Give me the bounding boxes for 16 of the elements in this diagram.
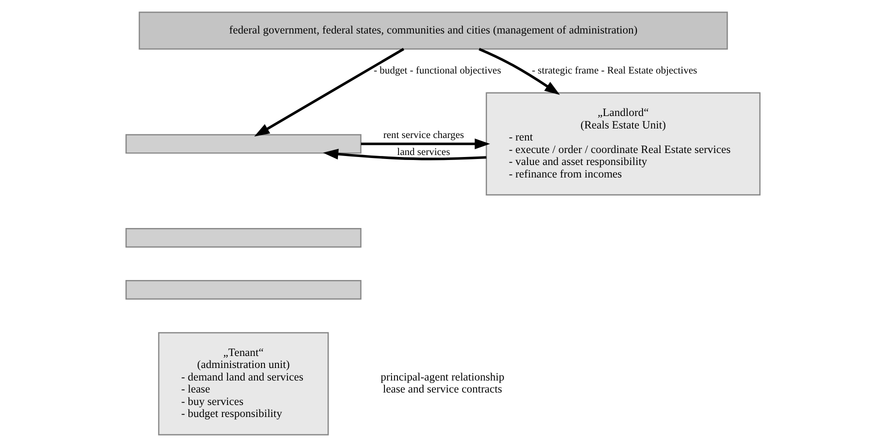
arrow xyxy=(361,138,490,150)
edge-label: - strategic frame - Real Estate objectives xyxy=(532,65,698,76)
edge-label: rent service charges xyxy=(383,130,464,141)
edge-label: - budget - functional objectives xyxy=(374,65,502,76)
node-box: „Landlord“ (Reals Estate Unit) - rent - execute / order / coordinate Real Estate services - value and asset responsibility - refinance from incomes xyxy=(486,92,761,196)
label: lease and service contracts xyxy=(382,384,502,396)
node-box xyxy=(125,228,362,248)
label: principal-agent relationship xyxy=(380,371,504,384)
node-box: federal government, federal states, communities and cities (management of administration) xyxy=(138,12,728,50)
arrow xyxy=(322,148,486,160)
node-box xyxy=(125,280,362,300)
edge-label: land services xyxy=(397,147,450,158)
node-box xyxy=(125,134,362,154)
arrow xyxy=(478,48,560,95)
arrow xyxy=(254,48,404,137)
node-box: „Tenant“ (administration unit) - demand land and services - lease - buy services - budget responsibility xyxy=(158,332,329,436)
